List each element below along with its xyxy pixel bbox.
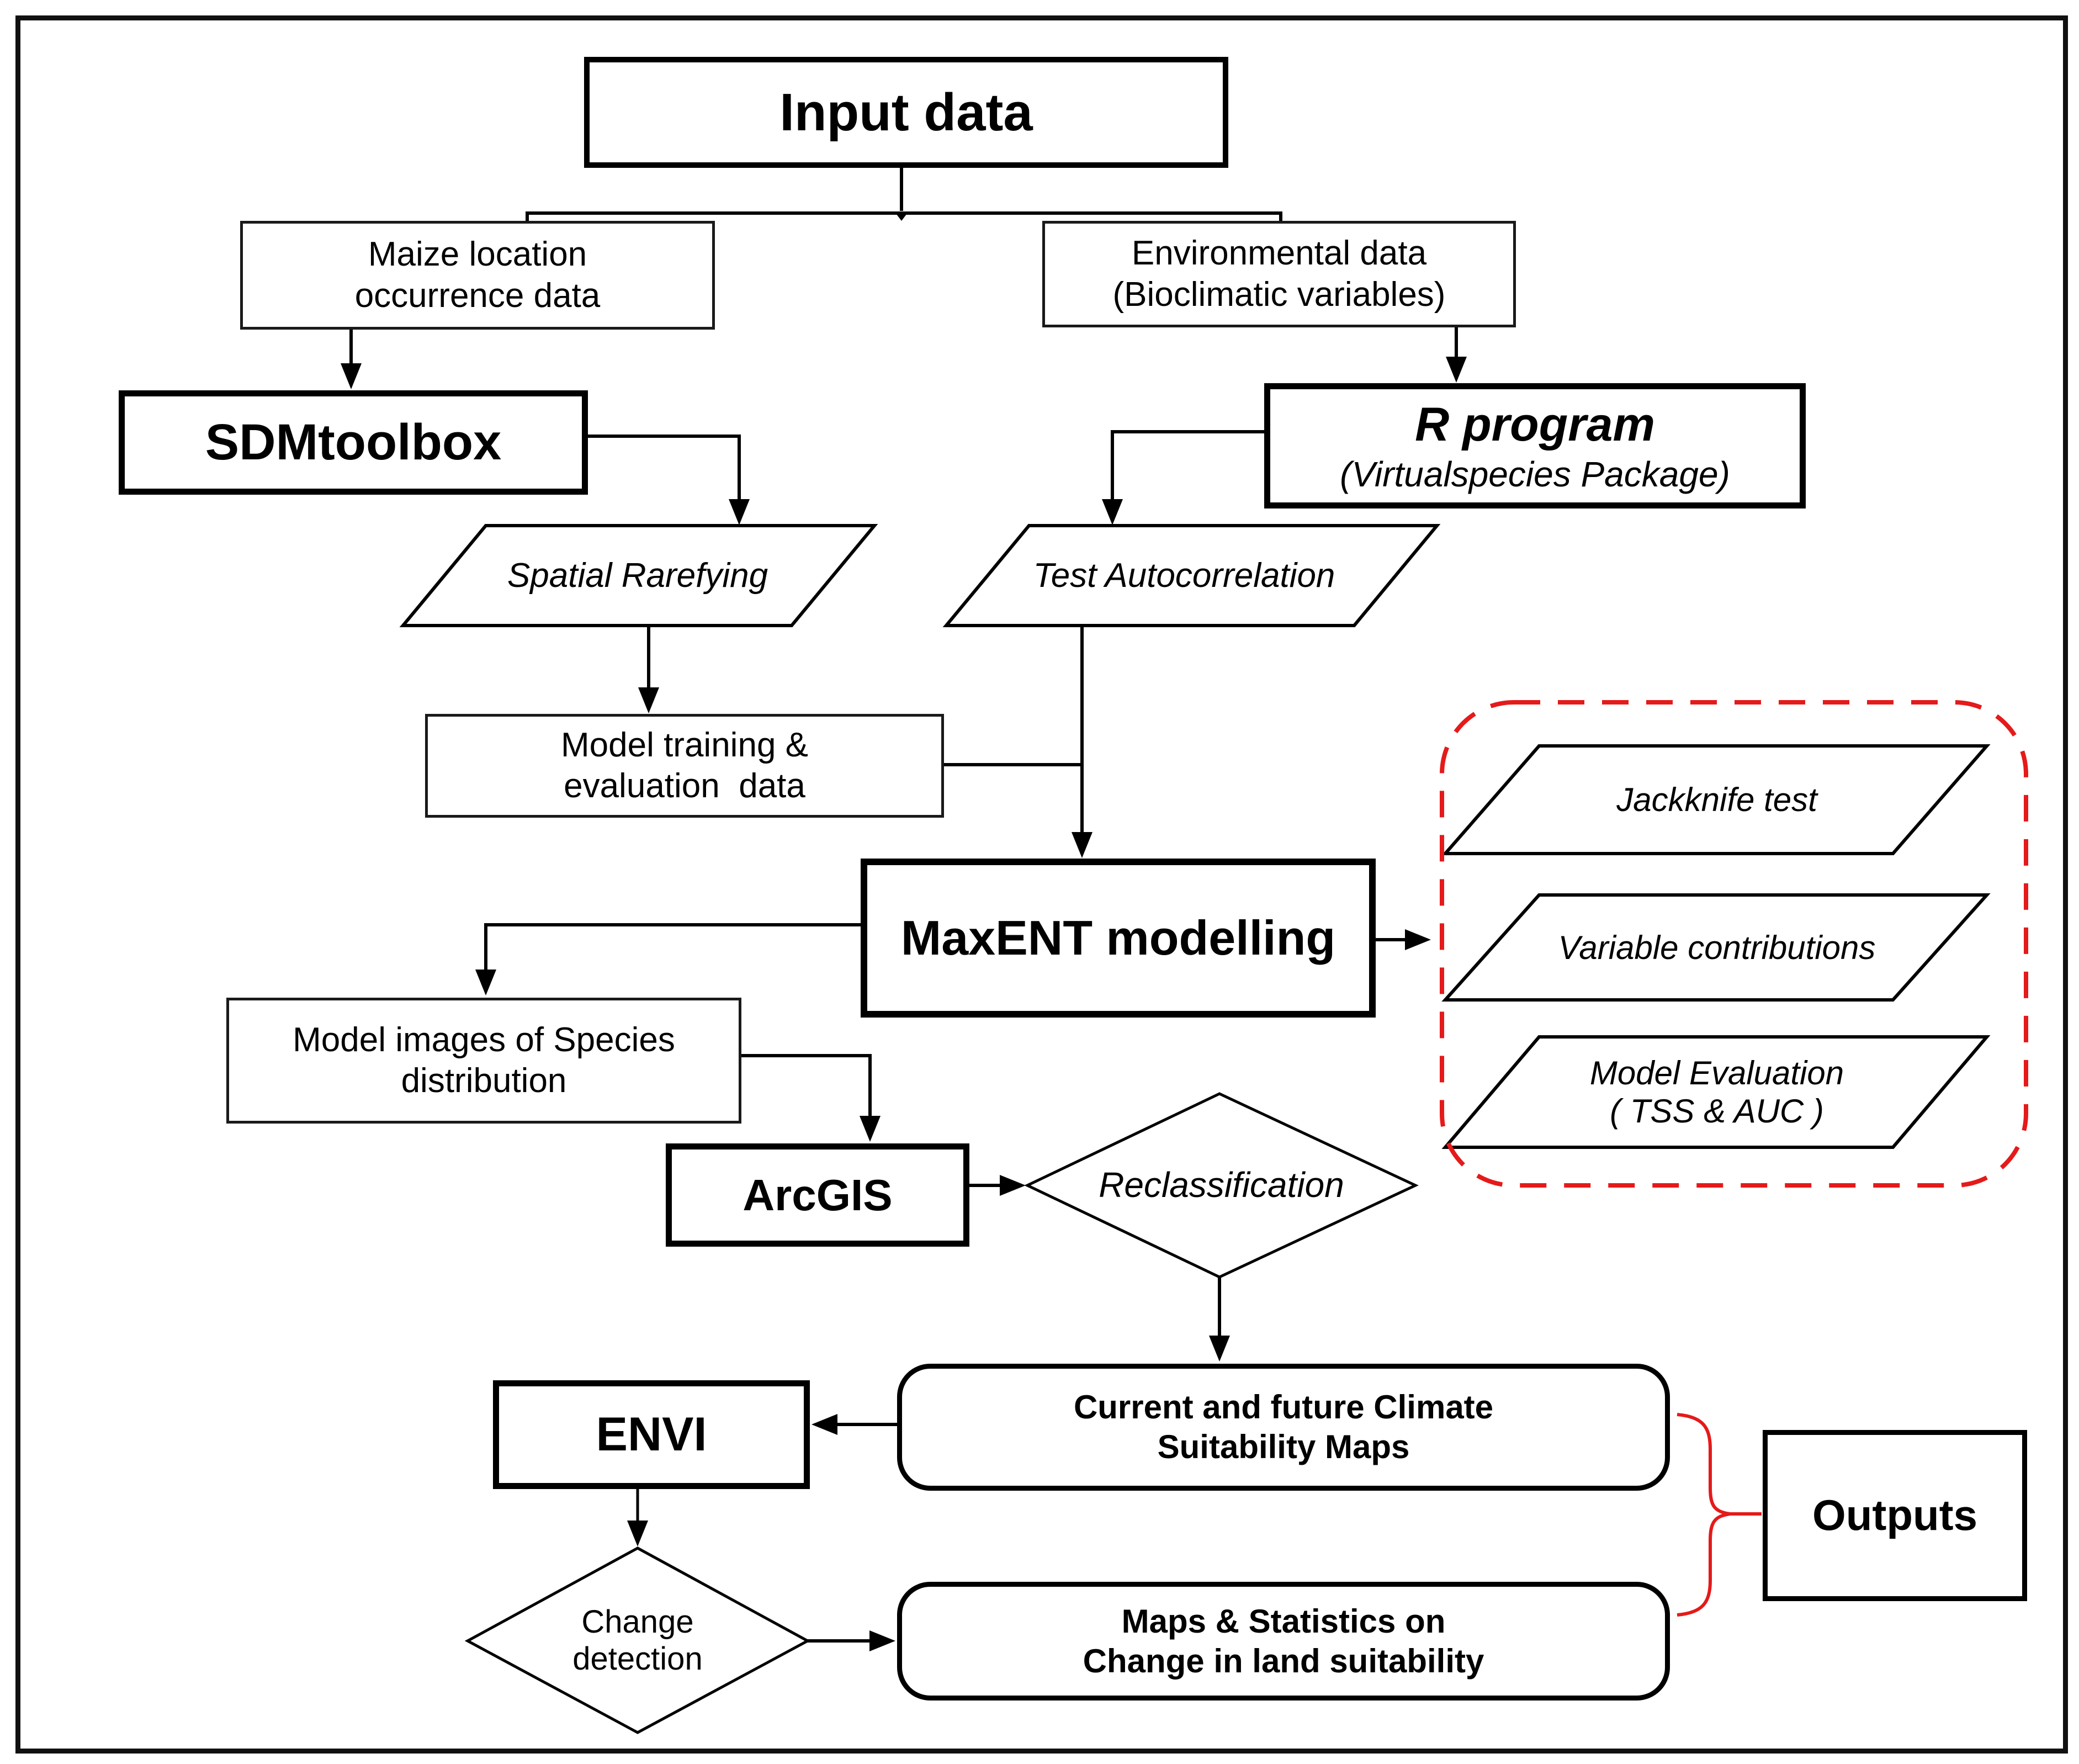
current-maps-line1: Current and future Climate <box>1073 1389 1494 1426</box>
node-maize-occurrence: Maize location occurrence data <box>240 221 715 330</box>
arrowhead-env-r <box>1446 357 1467 383</box>
connector-maxent-images <box>484 923 861 971</box>
outputs-label: Outputs <box>1812 1491 1977 1540</box>
arrowhead-into-maxent <box>1072 832 1092 858</box>
model-images-line1: Model images of Species <box>293 1020 675 1059</box>
node-arcgis: ArcGIS <box>666 1143 969 1247</box>
node-current-maps: Current and future Climate Suitability M… <box>897 1364 1670 1491</box>
maps-statistics-line2: Change in land suitability <box>1083 1642 1484 1680</box>
arcgis-label: ArcGIS <box>742 1170 893 1220</box>
node-outputs: Outputs <box>1763 1430 2027 1601</box>
model-evaluation-shape <box>1441 1035 1991 1149</box>
change-detection-line1: Change <box>581 1604 694 1640</box>
arrowhead-spatial-training <box>638 687 659 713</box>
node-maxent: MaxENT modelling <box>861 859 1376 1018</box>
model-images-line2: distribution <box>401 1062 567 1100</box>
arrowhead-arcgis-reclass <box>1000 1175 1026 1196</box>
envi-label: ENVI <box>596 1407 707 1461</box>
test-autocorrelation-text: Test Autocorrelation <box>1033 556 1335 595</box>
node-environmental-data: Environmental data (Bioclimatic variable… <box>1042 221 1516 327</box>
split-brace-tip <box>894 211 909 221</box>
reclassification-label: Reclassification <box>1027 1137 1415 1233</box>
node-r-program: R program (Virtualspecies Package) <box>1264 383 1806 508</box>
variable-contributions-shape <box>1441 893 1991 1002</box>
node-envi: ENVI <box>493 1380 810 1489</box>
jackknife-text: Jackknife test <box>1616 781 1817 818</box>
environmental-line1: Environmental data <box>1131 234 1427 273</box>
arrowhead-change-maps <box>869 1630 895 1651</box>
maxent-label: MaxENT modelling <box>900 910 1336 966</box>
node-sdmtoolbox: SDMtoolbox <box>119 390 588 495</box>
maps-statistics-line1: Maps & Statistics on <box>1121 1602 1446 1640</box>
spatial-rarefying-shape <box>399 524 878 627</box>
maize-line2: occurrence data <box>354 276 601 315</box>
connector-r-test <box>1111 430 1264 500</box>
change-detection-line2: detection <box>572 1641 703 1677</box>
arrowhead-reclass-current <box>1209 1336 1230 1362</box>
connector-sdm-spatial <box>588 435 741 500</box>
arrowhead-current-envi <box>812 1414 837 1435</box>
arrowhead-maize-sdm <box>341 363 362 389</box>
node-model-images: Model images of Species distribution <box>226 998 741 1124</box>
change-detection-shape <box>464 1546 811 1734</box>
arrowhead-images-arcgis <box>860 1116 881 1142</box>
r-program-title: R program <box>1415 398 1655 451</box>
arrowhead-sdm-spatial <box>729 499 750 525</box>
arrowhead-r-test <box>1102 499 1123 525</box>
test-autocorrelation-shape <box>942 524 1441 627</box>
input-data-label: Input data <box>779 82 1033 142</box>
model-training-line2: evaluation data <box>564 767 805 805</box>
node-maps-statistics: Maps & Statistics on Change in land suit… <box>897 1582 1670 1701</box>
model-training-line1: Model training & <box>560 725 809 764</box>
change-detection-label: Change detection <box>491 1585 784 1697</box>
jackknife-shape <box>1441 744 1991 855</box>
outputs-group-dashed-border <box>1440 700 2028 1188</box>
sdmtoolbox-label: SDMtoolbox <box>205 414 502 471</box>
jackknife-label: Jackknife test <box>1479 746 1954 854</box>
outer-border <box>15 15 2068 1754</box>
variable-contributions-text: Variable contributions <box>1558 929 1876 966</box>
environmental-line2: (Bioclimatic variables) <box>1112 275 1446 314</box>
connector-images-arcgis <box>741 1054 872 1117</box>
variable-contributions-label: Variable contributions <box>1479 895 1954 1000</box>
node-model-training: Model training & evaluation data <box>425 714 944 818</box>
outputs-brace <box>1677 1413 1731 1617</box>
spatial-rarefying-text: Spatial Rarefying <box>507 556 768 595</box>
maize-line1: Maize location <box>368 235 587 274</box>
spatial-rarefying-label: Spatial Rarefying <box>420 527 856 624</box>
test-autocorrelation-label: Test Autocorrelation <box>966 527 1402 624</box>
current-maps-line2: Suitability Maps <box>1157 1428 1410 1465</box>
reclassification-shape <box>1024 1092 1419 1279</box>
model-evaluation-line2: ( TSS & AUC ) <box>1610 1093 1824 1130</box>
node-input-data: Input data <box>584 57 1228 168</box>
arrowhead-maxent-images <box>475 970 496 995</box>
reclassification-text: Reclassification <box>1099 1165 1344 1205</box>
model-evaluation-line1: Model Evaluation <box>1589 1055 1844 1092</box>
model-evaluation-label: Model Evaluation ( TSS & AUC ) <box>1479 1037 1954 1147</box>
arrowhead-envi-change <box>627 1521 648 1546</box>
arrowhead-maxent-outputsgroup <box>1405 929 1431 950</box>
r-program-subtitle: (Virtualspecies Package) <box>1340 454 1730 494</box>
